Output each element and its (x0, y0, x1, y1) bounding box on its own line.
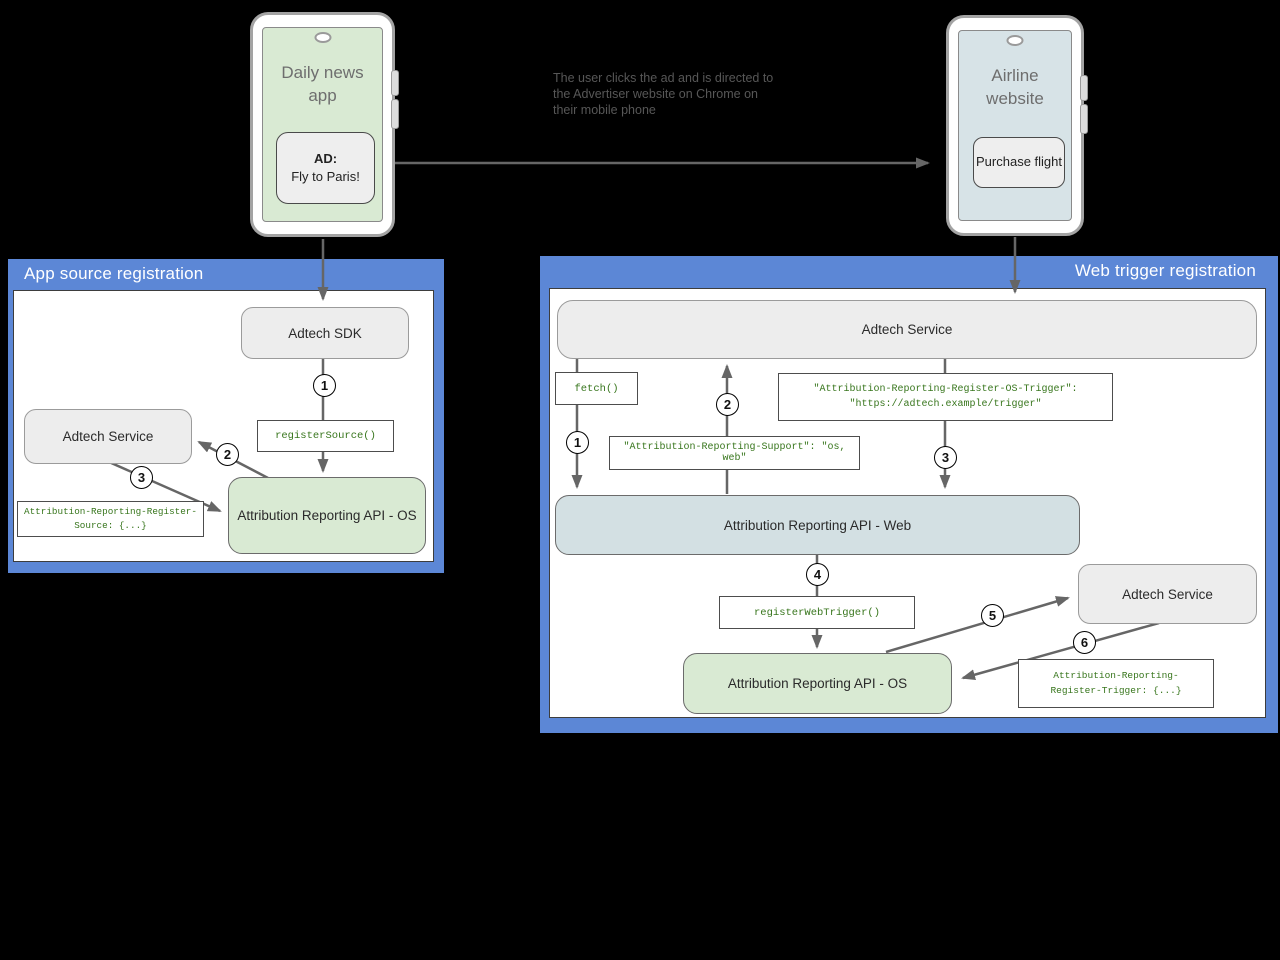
user-click-annotation: The user clicks the ad and is directed t… (553, 71, 774, 117)
code-fetch: fetch() (555, 372, 638, 405)
daily-news-app-title: Daily news app (281, 63, 364, 105)
node-adtech-service-web-top: Adtech Service (557, 300, 1257, 359)
arrow-api-os-to-service-step5 (885, 596, 1070, 654)
phone-airline: Airline website Purchase flight (946, 15, 1088, 236)
node-adtech-service-app: Adtech Service (24, 409, 192, 464)
camera-icon (314, 32, 331, 43)
phone-volume-button (391, 99, 399, 129)
step-badge-web-6: 6 (1073, 631, 1096, 654)
step-badge-web-4: 4 (806, 563, 829, 586)
step-badge-app-1: 1 (313, 374, 336, 397)
step-badge-app-2: 2 (216, 443, 239, 466)
code-register-web-trigger: registerWebTrigger() (719, 596, 915, 629)
panel-web-trigger-title: Web trigger registration (1074, 261, 1256, 280)
code-register-trigger-header: Attribution-Reporting- Register-Trigger:… (1018, 659, 1214, 708)
arrow-service-to-api-os-step6 (961, 621, 1160, 681)
step-badge-web-2: 2 (716, 393, 739, 416)
purchase-flight-label: Purchase flight (976, 154, 1062, 170)
camera-icon (1006, 35, 1024, 46)
daily-news-screen: Daily news app AD: Fly to Paris! (262, 27, 383, 222)
code-os-trigger-header: "Attribution-Reporting-Register-OS-Trigg… (778, 373, 1113, 421)
purchase-flight-button[interactable]: Purchase flight (973, 137, 1065, 188)
ad-heading: AD: (313, 150, 338, 166)
step-badge-web-1: 1 (566, 431, 589, 454)
step-badge-app-3: 3 (130, 466, 153, 489)
ad-text: Fly to Paris! (291, 169, 360, 184)
step-badge-web-3: 3 (934, 446, 957, 469)
code-support-header: "Attribution-Reporting-Support": "os, we… (609, 436, 860, 470)
ad-banner[interactable]: AD: Fly to Paris! (276, 132, 375, 204)
phone-daily-news: Daily news app AD: Fly to Paris! (250, 12, 399, 237)
node-adtech-service-web-right: Adtech Service (1078, 564, 1257, 624)
step-badge-web-5: 5 (981, 604, 1004, 627)
phone-power-button (1080, 75, 1088, 101)
node-adtech-sdk: Adtech SDK (241, 307, 409, 359)
node-api-os-app: Attribution Reporting API - OS (228, 477, 426, 554)
code-register-source: registerSource() (257, 420, 394, 452)
node-api-os-web: Attribution Reporting API - OS (683, 653, 952, 714)
panel-app-source-title: App source registration (24, 264, 204, 283)
phone-volume-button (1080, 104, 1088, 134)
node-api-web: Attribution Reporting API - Web (555, 495, 1080, 555)
airline-screen: Airline website Purchase flight (958, 30, 1072, 221)
phone-power-button (391, 70, 399, 96)
airline-website-title: Airline website (986, 66, 1044, 108)
code-register-source-header: Attribution-Reporting-Register- Source: … (17, 501, 204, 537)
